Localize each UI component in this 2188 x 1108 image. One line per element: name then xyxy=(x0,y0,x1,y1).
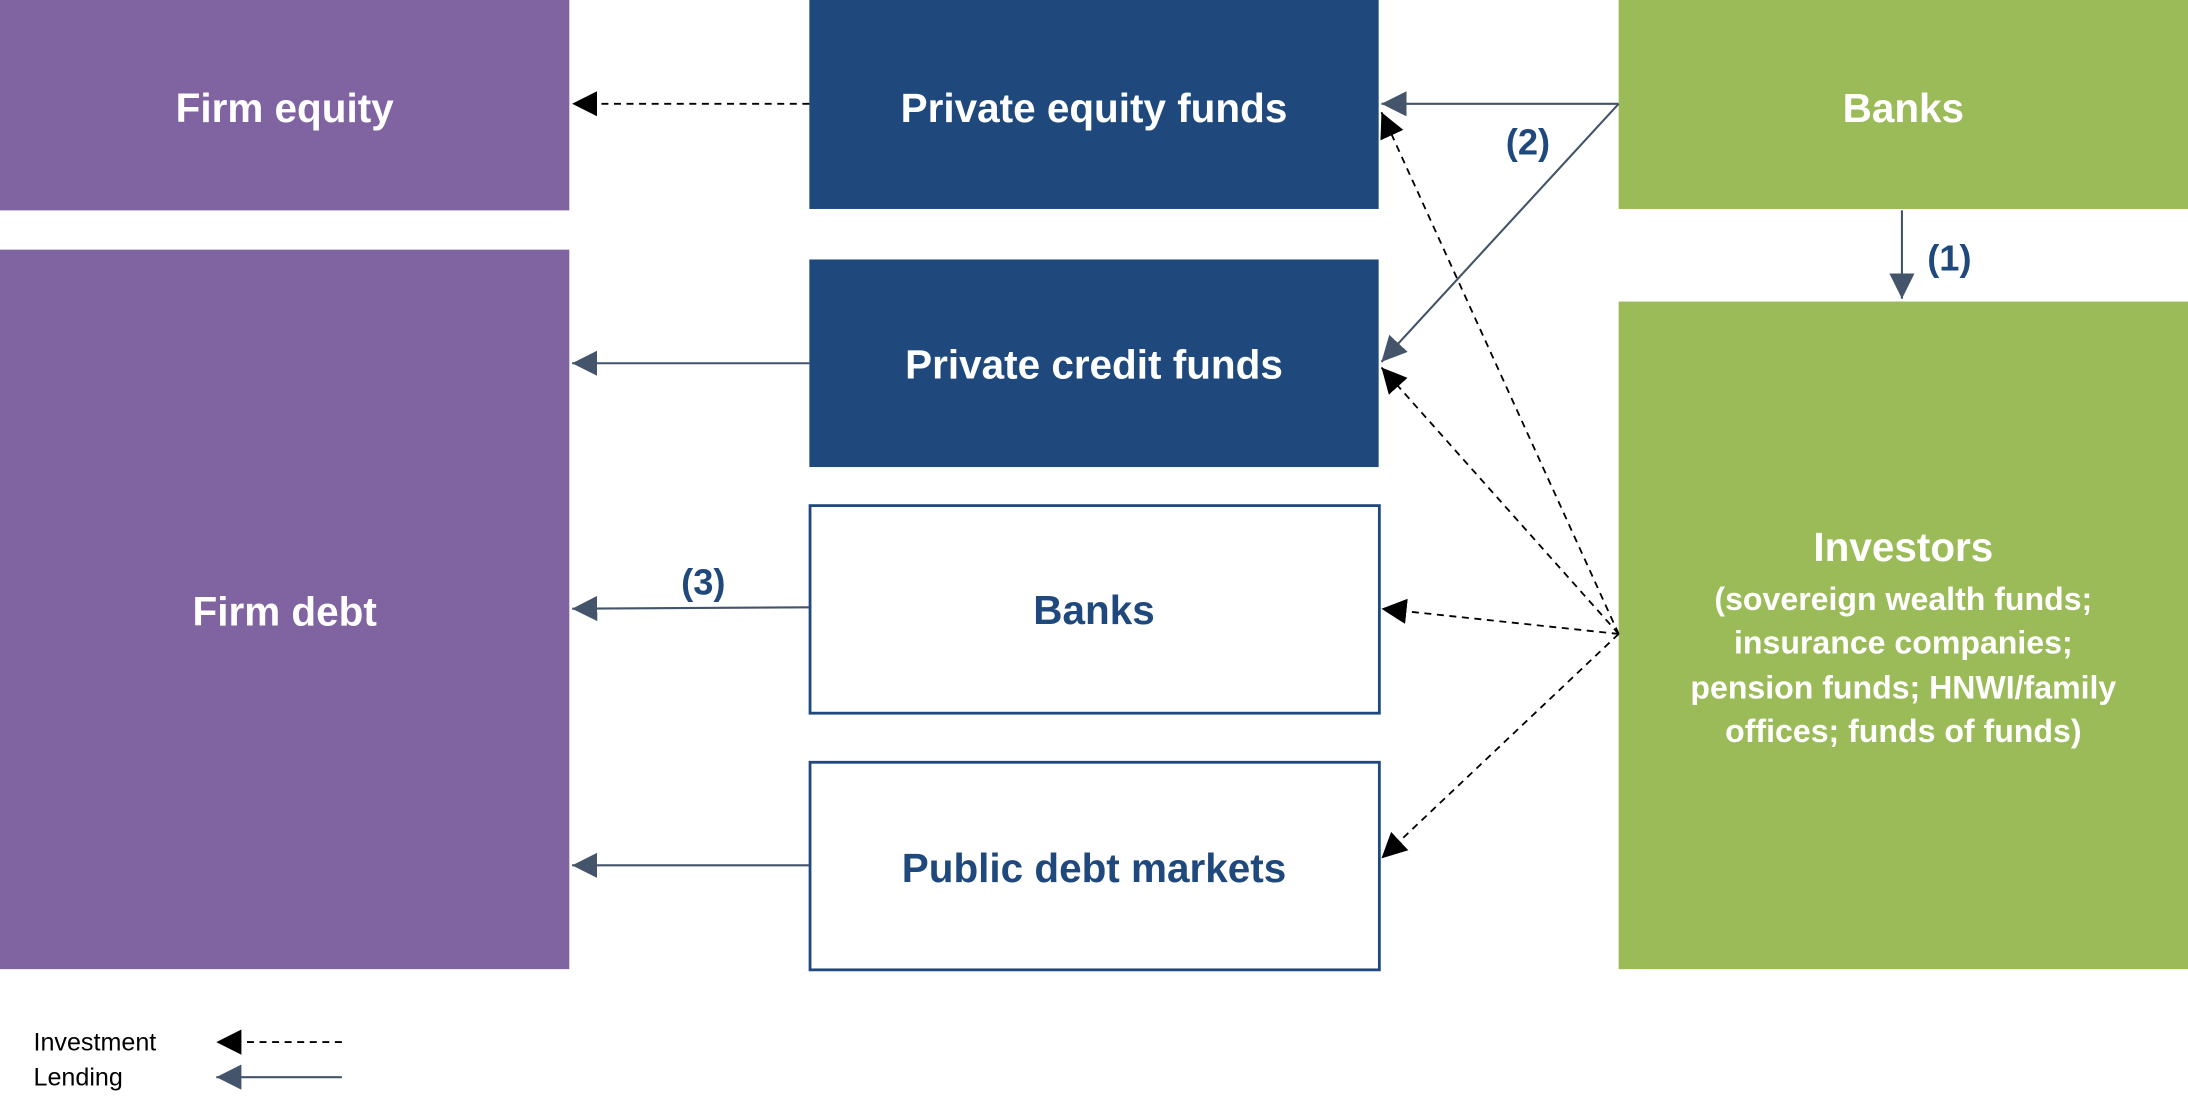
legend-lending-label: Lending xyxy=(33,1064,122,1092)
investors-detail-2: insurance companies; xyxy=(1734,625,2073,661)
investors-detail-1: (sovereign wealth funds; xyxy=(1714,581,2092,617)
firm-equity-label: Firm equity xyxy=(176,85,395,131)
banks-source-box xyxy=(1618,0,2188,209)
public-debt-markets-box xyxy=(808,760,1381,972)
banks-middle-label: Banks xyxy=(1033,587,1154,633)
private-equity-funds-box xyxy=(809,0,1379,209)
private-credit-funds-box xyxy=(809,259,1379,468)
lending-arrows xyxy=(572,91,1915,878)
firm-equity-box xyxy=(0,0,570,211)
private-equity-funds-label: Private equity funds xyxy=(901,85,1288,131)
private-credit-funds-label: Private credit funds xyxy=(905,342,1283,388)
banks-middle-box xyxy=(808,504,1381,715)
investment-arrows xyxy=(572,91,1620,860)
annotation-1: (1) xyxy=(1927,238,1971,279)
firm-debt-label: Firm debt xyxy=(193,588,378,634)
annotation-2: (2) xyxy=(1506,121,1550,162)
investors-label: Investors xyxy=(1813,524,1993,570)
firm-debt-box xyxy=(0,249,570,970)
investors-detail-4: offices; funds of funds) xyxy=(1725,713,2081,749)
banks-source-label: Banks xyxy=(1843,85,1964,131)
investors-box xyxy=(1618,301,2188,970)
legend-investment-label: Investment xyxy=(33,1028,156,1056)
public-debt-markets-label: Public debt markets xyxy=(902,845,1286,891)
investors-detail-3: pension funds; HNWI/family xyxy=(1690,669,2116,705)
annotation-3: (3) xyxy=(681,562,725,603)
